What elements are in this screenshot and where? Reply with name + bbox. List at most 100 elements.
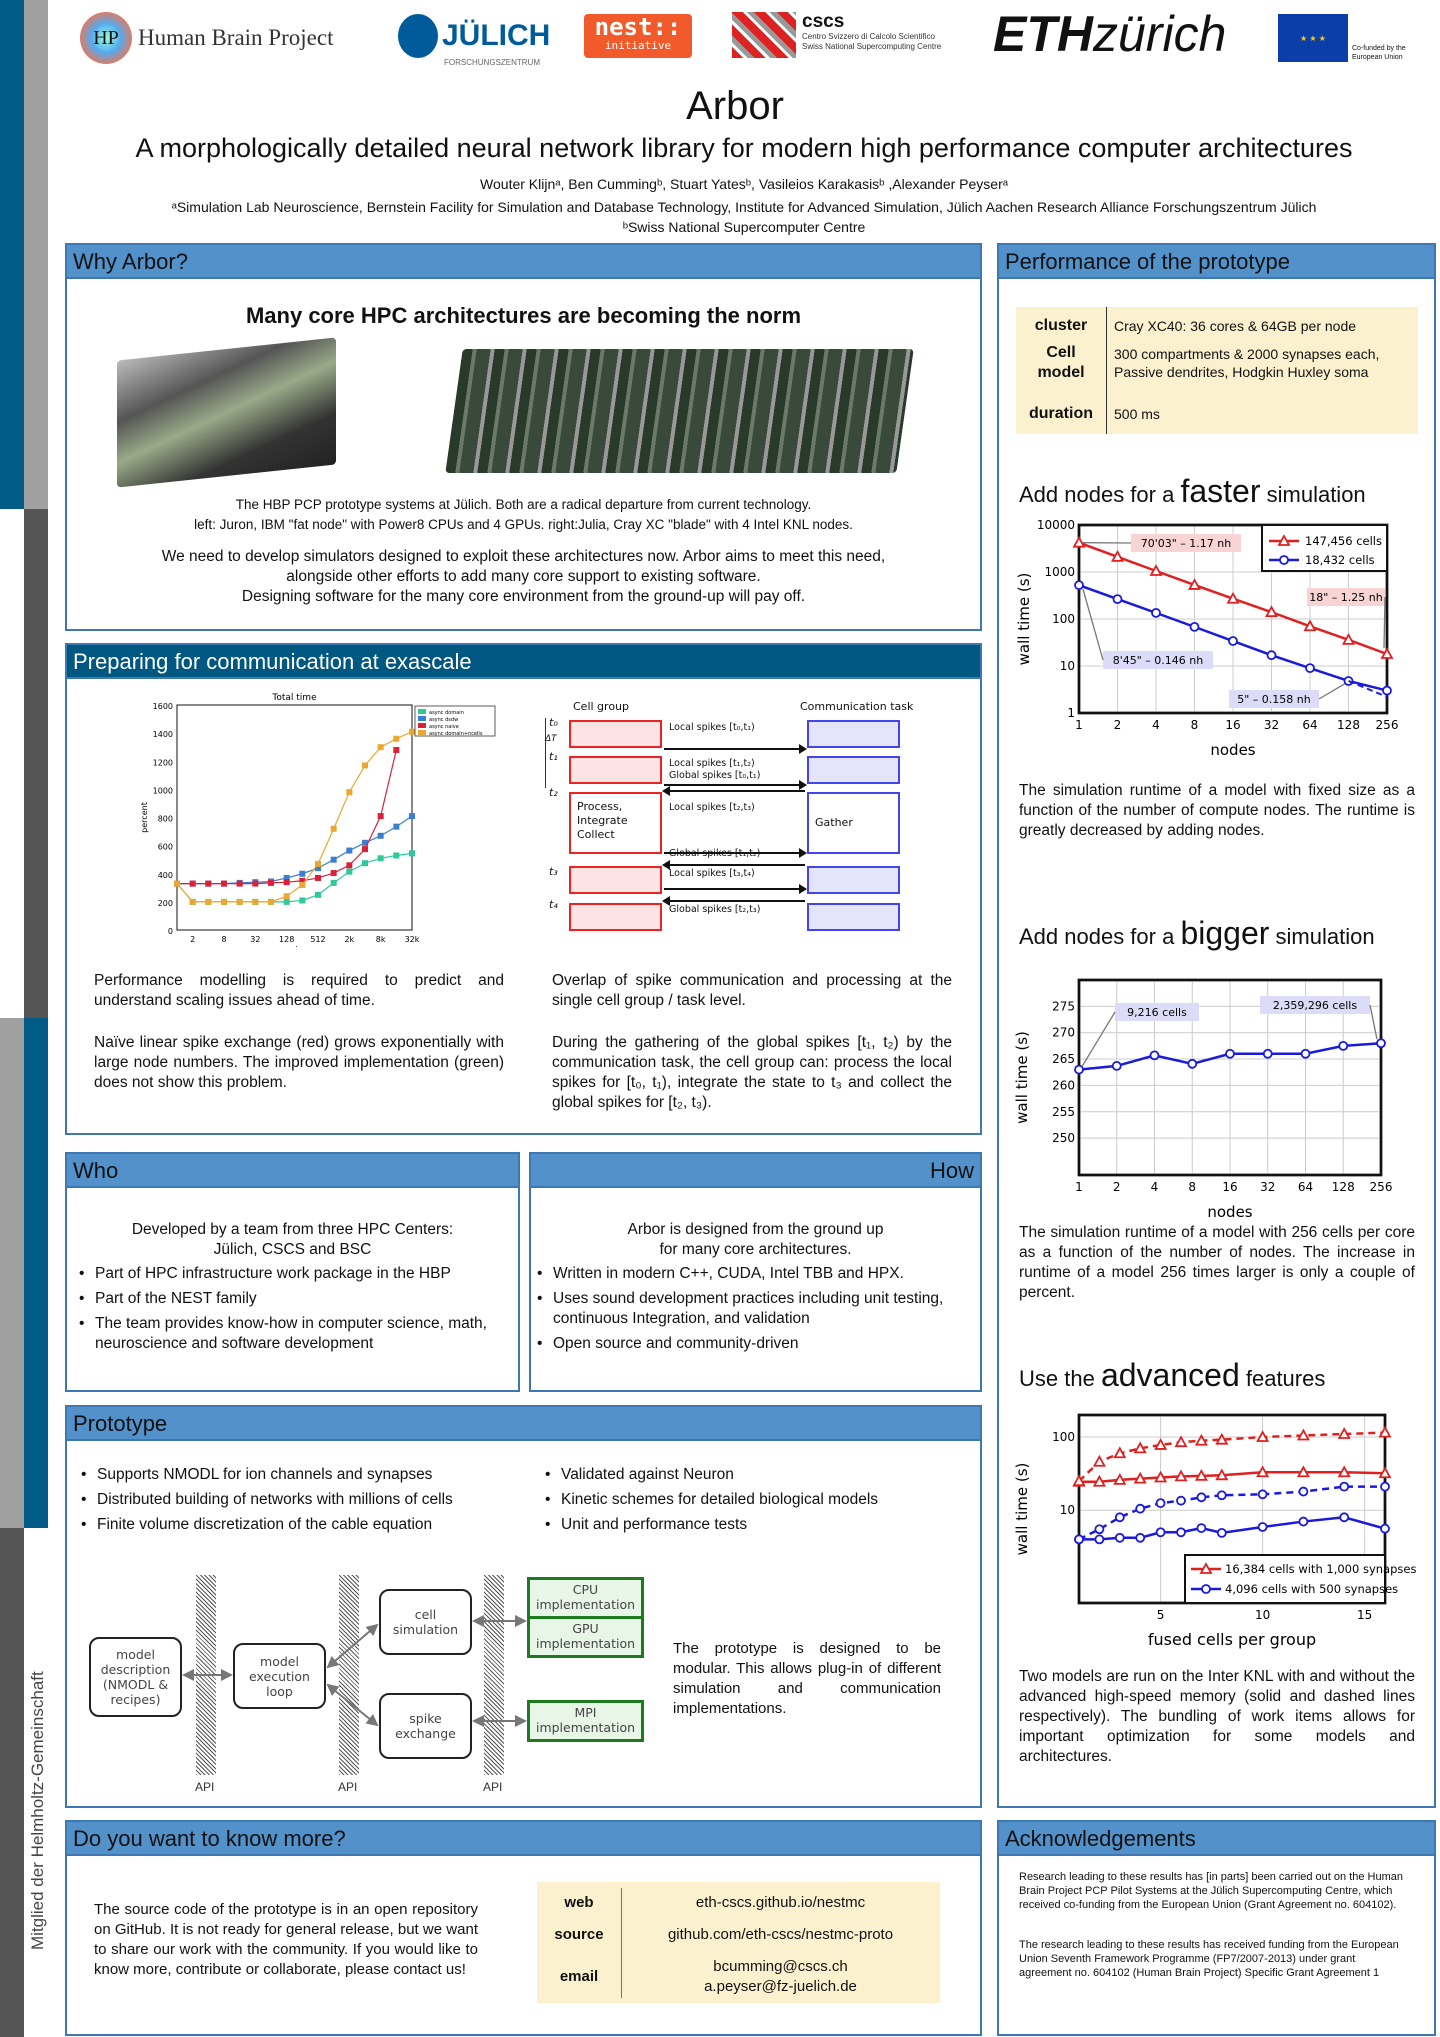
y-tick-label: 1000 [1044,565,1075,579]
comm-task-label: Communication task [800,700,914,713]
comm-task-block [807,720,900,748]
square-marker [330,856,337,863]
brand-strip [0,1528,24,2037]
x-tick-label: 4 [1151,1180,1159,1194]
square-marker [315,891,321,898]
square-marker [283,898,290,905]
legend-swatch [418,709,426,714]
legend-label: async naive [429,724,459,730]
spike-arrow-label: Local spikes [t₂,t₃) [669,802,755,813]
circle-marker [1196,1492,1207,1503]
prototype-panel: Prototype Supports NMODL for ion channel… [65,1405,982,1808]
triangle-marker [1154,1470,1168,1483]
setup-table: cluster Cray XC40: 36 cores & 64GB per n… [1016,307,1418,434]
cscs-mark [732,12,796,58]
diagram-arrows [182,1615,527,1727]
square-marker [268,898,274,905]
annotation-label: 70'03" – 1.17 nh [1141,537,1232,550]
legend-label: async dsdw [429,717,458,723]
performance-panel: Performance of the prototype cluster Cra… [997,243,1436,1808]
spike-arrow-label: Global spikes [t₂,t₃) [669,904,761,915]
x-tick-label: 128 [279,935,294,944]
arrow [326,1683,379,1727]
panel-title: Do you want to know more? [67,1822,980,1856]
circle-marker [1339,1512,1350,1523]
juron-server-image [117,337,336,488]
who-intro: Jülich, CSCS and BSC [213,1241,372,1258]
who-panel: Who Developed by a team from three HPC C… [65,1152,520,1392]
heading-part: Add nodes for a [1019,482,1175,507]
arrow-head [799,780,807,790]
heading-part: simulation [1266,482,1366,507]
circle-marker [1382,685,1392,696]
web-link[interactable]: eth-cscs.github.io/nestmc [695,1894,866,1911]
prep-text-right-2: During the gathering of the global spike… [552,1034,952,1111]
legend-label: 18,432 cells [1305,553,1375,567]
contact-key: web [564,1894,594,1911]
y-tick-label: 275 [1052,999,1075,1013]
x-tick-label: 256 [1370,1180,1393,1194]
eu-flag-icon: ★ ★ ★ [1278,14,1348,62]
y-tick-label: 270 [1052,1026,1075,1040]
x-tick-label: 8 [1191,718,1199,732]
annotation-arrow [1082,588,1104,661]
circle-marker [1187,1058,1198,1069]
triangle-marker [1256,1430,1270,1442]
x-tick-label: 8k [376,935,386,944]
brand-strip [24,509,48,1018]
source-link[interactable]: github.com/eth-cscs/nestmc-proto [667,1926,894,1943]
why-paragraph: Designing software for the many core env… [241,588,806,605]
triangle-marker [1256,1465,1270,1478]
x-tick-label: 4 [1152,718,1160,732]
square-marker [409,850,415,857]
email-link[interactable]: bcumming@cscs.ch [713,1958,848,1975]
list-item: Supports NMODL for ion channels and syna… [79,1465,519,1485]
circle-marker [1298,1486,1309,1497]
x-tick-label: 128 [1337,718,1360,732]
circle-marker [1135,1532,1146,1543]
square-marker [236,880,243,887]
annotation-box [1131,534,1241,552]
t1-label: t₁ [549,750,558,763]
prep-text-right-1: Overlap of spike communication and proce… [552,972,952,1009]
square-marker [299,870,306,877]
square-marker [283,874,290,881]
square-marker [299,877,306,884]
triangle-marker [1337,1427,1351,1439]
annotation-box [1229,690,1319,708]
circle-marker [1266,650,1277,661]
cscs-logo: cscs Centro Svizzero di Calcolo Scientif… [732,12,941,58]
circle-marker [1176,1495,1186,1506]
delta-t-label: ΔT [545,734,557,744]
circle-marker [1201,1584,1211,1594]
triangle-marker [1303,619,1317,632]
api-label: API [338,1780,358,1794]
square-marker [346,862,353,869]
x-tick-label: 15 [1357,1608,1372,1622]
api-label: API [195,1780,215,1794]
how-panel: How Arbor is designed from the ground up… [529,1152,982,1392]
heading-part: Use the [1019,1366,1095,1391]
y-axis-label: wall time (s) [1013,1031,1031,1124]
comm-task-block [807,903,900,931]
eu-text: Co-funded by the European Union [1352,45,1406,61]
circle-marker [1225,1048,1235,1059]
triangle-marker [1092,1454,1106,1467]
square-marker [393,735,400,742]
page-title: Arbor [686,84,784,128]
y-tick-label: 10 [1060,659,1075,673]
gpu-implementation-box: GPU implementation [527,1616,644,1658]
circle-marker [1189,621,1200,632]
y-tick-label: 250 [1052,1131,1075,1145]
square-marker [377,744,384,751]
arrow-head [799,744,807,754]
annotation-label: 9,216 cells [1127,1006,1187,1019]
cscs-sub: Swiss National Supercomputing Centre [802,42,942,51]
x-tick-label: 32k [405,935,420,944]
email-link[interactable]: a.peyser@fz-juelich.de [704,1978,857,1995]
hbp-mark: HP [80,12,132,64]
y-tick-label: 10000 [1037,518,1075,532]
brand-strip [0,1018,24,1528]
list-item: Part of the NEST family [77,1289,487,1309]
square-marker [205,880,212,887]
